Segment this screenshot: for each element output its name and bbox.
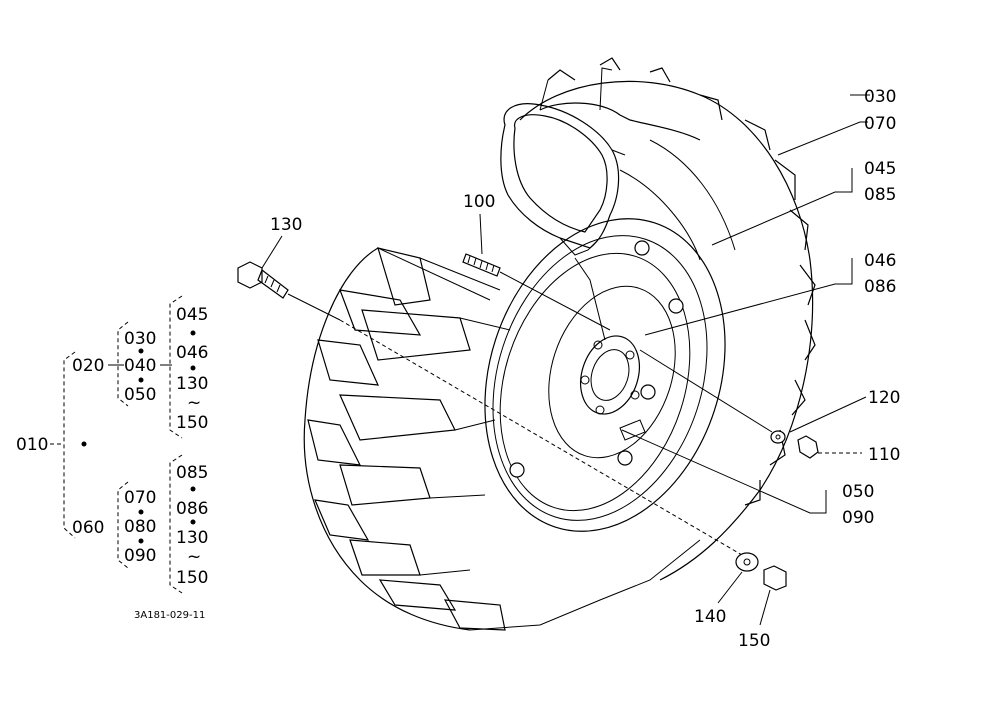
- rim-nut-4: [617, 450, 633, 466]
- tree-a-sub-130: 130: [176, 374, 208, 394]
- washer-120: [770, 430, 786, 444]
- rear-tire-cutaway: [500, 57, 816, 581]
- front-tire-tread: [303, 247, 701, 631]
- label-140: 140: [694, 607, 726, 627]
- drawing-code: 3A181-029-11: [134, 610, 205, 621]
- label-150: 150: [738, 631, 770, 651]
- tree-b-sub-085: 085: [176, 463, 208, 483]
- label-110: 110: [868, 445, 900, 465]
- rim-nut-5: [509, 462, 525, 478]
- tree-a-sub-045: 045: [176, 305, 208, 325]
- washer-140: [735, 552, 759, 572]
- label-086: 086: [864, 277, 896, 297]
- tree-a-040: 040: [124, 356, 156, 376]
- wheel-rim: [484, 218, 726, 532]
- tree-b-sub-086: 086: [176, 499, 208, 519]
- tree-b-sub-130: 130: [176, 528, 208, 548]
- tree-b-sub-tilde: ~: [187, 547, 201, 567]
- label-050: 050: [842, 482, 874, 502]
- tree-a-sub-150: 150: [176, 413, 208, 433]
- tree-b-090: 090: [124, 546, 156, 566]
- label-046: 046: [864, 251, 896, 271]
- tree-b-070: 070: [124, 488, 156, 508]
- tree-a-sub-046: 046: [176, 343, 208, 363]
- tree-root-010: 010: [16, 435, 48, 455]
- label-120: 120: [868, 388, 900, 408]
- tree-a-030: 030: [124, 329, 156, 349]
- tree-a-050: 050: [124, 385, 156, 405]
- assembly-tree: 010 020 060 030 040 050 045 046 130 ~ 15…: [16, 295, 208, 594]
- rim-nut-2: [668, 298, 684, 314]
- rim-nut-3: [640, 384, 656, 400]
- nut-150: [763, 565, 787, 591]
- label-100: 100: [463, 192, 495, 212]
- tree-b-080: 080: [124, 517, 156, 537]
- tree-branch-020: 020: [72, 356, 104, 376]
- stud-100: [462, 253, 611, 331]
- label-070: 070: [864, 114, 896, 134]
- tree-a-sub-tilde: ~: [187, 393, 201, 413]
- label-090: 090: [842, 508, 874, 528]
- bolt-130: [237, 261, 743, 556]
- label-130: 130: [270, 215, 302, 235]
- tree-branch-060: 060: [72, 518, 104, 538]
- label-085: 085: [864, 185, 896, 205]
- tree-b-sub-150: 150: [176, 568, 208, 588]
- rim-nut-1: [634, 240, 650, 256]
- nut-110: [797, 435, 819, 459]
- label-030: 030: [864, 87, 896, 107]
- label-045: 045: [864, 159, 896, 179]
